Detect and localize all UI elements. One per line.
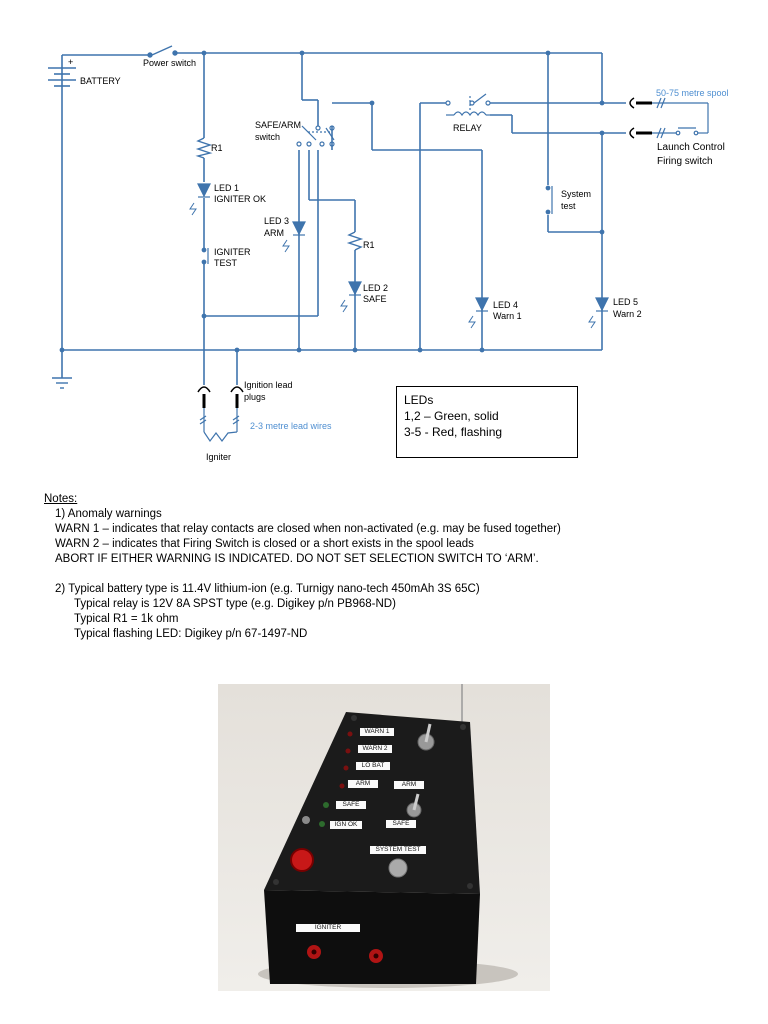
led2-label: LED 2 (363, 283, 389, 293)
ignition-plugs-label: plugs (244, 392, 266, 402)
igniter-test-sublabel: TEST (214, 258, 238, 268)
led3-sublabel: ARM (264, 228, 284, 238)
circuit-schematic (48, 45, 709, 443)
photo-label-ign-ok: IGN OK (330, 821, 362, 829)
spool-label: 50-75 metre spool (656, 88, 729, 98)
notes-spacer (44, 567, 561, 582)
battery-plus-label: + (68, 57, 74, 67)
notes-section: Notes: 1) Anomaly warnings WARN 1 – indi… (44, 492, 561, 642)
igniter-test-label: IGNITER (214, 247, 251, 257)
photo-label-lo-bat: LO BAT (356, 762, 390, 770)
note-relay: Typical relay is 12V 8A SPST type (e.g. … (74, 598, 396, 610)
launch-control-label: Launch Control (657, 142, 725, 153)
note-warn1: WARN 1 – indicates that relay contacts a… (55, 523, 561, 535)
safe-arm-label: SAFE/ARM (255, 120, 302, 130)
led2-sublabel: SAFE (363, 294, 387, 304)
battery-label: BATTERY (80, 76, 121, 86)
note-led: Typical flashing LED: Digikey p/n 67-149… (74, 628, 308, 640)
note-warn2: WARN 2 – indicates that Firing Switch is… (55, 538, 474, 550)
power-switch-label: Power switch (143, 58, 197, 68)
photo-label-warn2: WARN 2 (358, 745, 392, 753)
led5-label: LED 5 (613, 297, 639, 307)
system-test-label: System (561, 189, 592, 199)
notes-title: Notes: (44, 493, 78, 505)
safe-arm-sublabel: switch (255, 132, 281, 142)
firing-switch-label: Firing switch (657, 156, 713, 167)
led-legend-box: LEDs 1,2 – Green, solid 3-5 - Red, flash… (396, 386, 578, 458)
led3-label: LED 3 (264, 216, 290, 226)
note-abort: ABORT IF EITHER WARNING IS INDICATED. DO… (55, 553, 539, 565)
led1-sublabel: IGNITER OK (214, 194, 267, 204)
ignition-lead-label: Ignition lead (244, 380, 293, 390)
led1-label: LED 1 (214, 183, 240, 193)
led4-label: LED 4 (493, 300, 519, 310)
note-1-heading: 1) Anomaly warnings (55, 508, 162, 520)
legend-title: LEDs (404, 393, 434, 407)
photo-label-system-test: SYSTEM TEST (370, 846, 426, 854)
igniter-label: Igniter (206, 452, 232, 462)
r1-mid-label: R1 (363, 240, 375, 250)
led5-sublabel: Warn 2 (613, 309, 642, 319)
system-test-sublabel: test (561, 201, 576, 211)
note-2-heading: 2) Typical battery type is 11.4V lithium… (55, 583, 480, 595)
note-r1: Typical R1 = 1k ohm (74, 613, 179, 625)
photo-label-safe-right: SAFE (386, 820, 416, 828)
photo-label-warn1: WARN 1 (360, 728, 394, 736)
legend-line-red: 3-5 - Red, flashing (404, 425, 503, 439)
legend-line-green: 1,2 – Green, solid (404, 409, 499, 423)
r1-top-label: R1 (211, 143, 223, 153)
led4-sublabel: Warn 1 (493, 311, 522, 321)
photo-label-safe-left: SAFE (336, 801, 366, 809)
photo-label-igniter: IGNITER (296, 924, 360, 932)
control-box-photo: WARN 1 WARN 2 LO BAT ARM ARM SAFE SAFE I… (218, 684, 550, 991)
lead-wires-label: 2-3 metre lead wires (250, 421, 332, 431)
photo-label-arm-right: ARM (394, 781, 424, 789)
photo-label-arm-left: ARM (348, 780, 378, 788)
relay-label: RELAY (453, 123, 482, 133)
